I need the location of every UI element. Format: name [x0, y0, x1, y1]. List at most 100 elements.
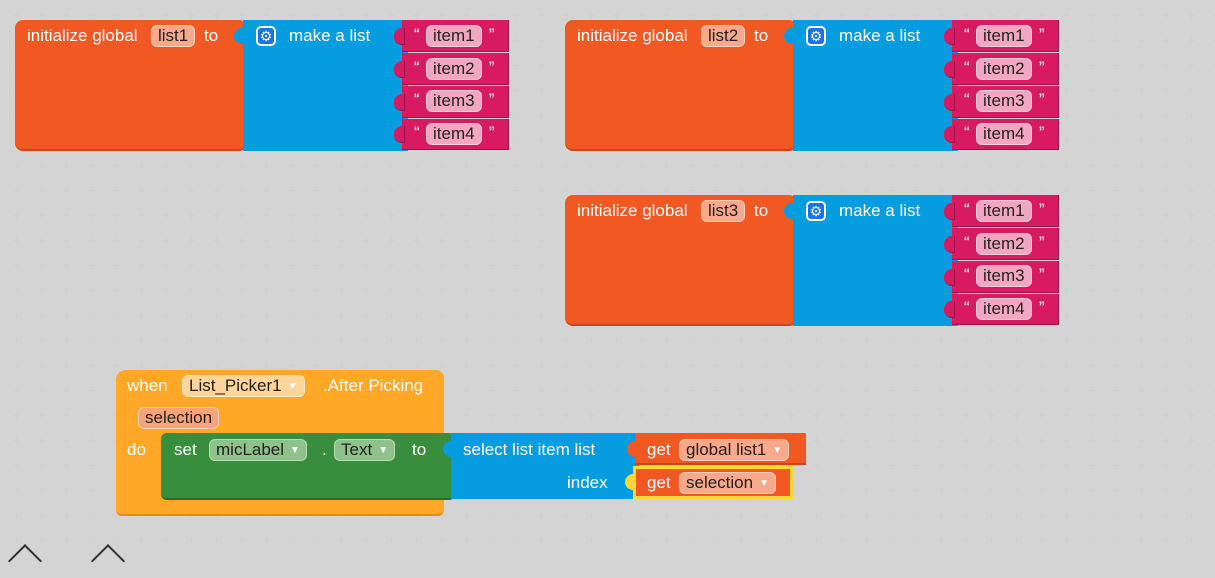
value-connector: [443, 441, 453, 457]
text-value[interactable]: item1: [976, 200, 1032, 222]
variable-name-field[interactable]: list2: [701, 25, 746, 47]
text-value[interactable]: item1: [426, 25, 482, 47]
text-value[interactable]: item4: [976, 123, 1032, 145]
component-name: List_Picker1: [189, 376, 282, 395]
list-connector: [784, 28, 794, 44]
global-var-dropdown[interactable]: global list1 ▼: [679, 439, 790, 461]
quote-close: ”: [1039, 58, 1045, 77]
quote-open: “: [964, 58, 970, 77]
quote-open: “: [964, 25, 970, 44]
quote-open: “: [964, 90, 970, 109]
property-dropdown[interactable]: Text ▼: [334, 439, 396, 461]
target-component-name: micLabel: [216, 440, 285, 459]
list-connector: [234, 28, 244, 44]
text-value[interactable]: item2: [976, 233, 1032, 255]
to-label: to: [754, 26, 769, 45]
text-connector: [944, 28, 955, 45]
text-value[interactable]: item2: [976, 58, 1032, 80]
select-list-item-block[interactable]: [451, 433, 639, 499]
global-var-name: global list1: [686, 440, 767, 459]
init-global-body: [15, 20, 247, 151]
target-component-dropdown[interactable]: micLabel ▼: [209, 439, 307, 461]
list-connector: [784, 203, 794, 219]
quote-close: ”: [1039, 298, 1045, 317]
mutator-gear-icon[interactable]: ⚙: [806, 26, 826, 46]
to-label: to: [204, 26, 219, 45]
set-property-block[interactable]: [161, 433, 455, 500]
text-value[interactable]: item3: [976, 90, 1032, 112]
make-a-list-label: make a list: [839, 26, 921, 45]
text-connector: [944, 301, 955, 318]
make-a-list-label: make a list: [839, 201, 921, 220]
make-a-list-label: make a list: [289, 26, 371, 45]
text-connector: [394, 61, 405, 78]
text-connector: [394, 94, 405, 111]
text-value[interactable]: item4: [976, 298, 1032, 320]
mutator-gear-icon[interactable]: ⚙: [806, 201, 826, 221]
mutator-gear-icon[interactable]: ⚙: [256, 26, 276, 46]
to-label: to: [412, 440, 427, 459]
text-value[interactable]: item1: [976, 25, 1032, 47]
chevron-down-icon: ▼: [772, 445, 783, 456]
quote-close: ”: [1039, 25, 1045, 44]
text-connector: [394, 126, 405, 143]
local-var-name: selection: [686, 473, 754, 492]
do-label: do: [127, 440, 146, 459]
quote-open: “: [964, 233, 970, 252]
init-global-label: initialize global: [577, 26, 688, 45]
chevron-down-icon: ▼: [287, 381, 298, 392]
chevron-up-icon[interactable]: [91, 544, 125, 578]
chevron-down-icon: ▼: [759, 478, 770, 489]
quote-close: ”: [1039, 123, 1045, 142]
text-connector: [944, 126, 955, 143]
init-global-label: initialize global: [27, 26, 138, 45]
chevron-up-icon[interactable]: [8, 544, 42, 578]
text-value[interactable]: item2: [426, 58, 482, 80]
quote-close: ”: [489, 25, 495, 44]
to-label: to: [754, 201, 769, 220]
init-global-body: [565, 20, 797, 151]
component-dropdown[interactable]: List_Picker1 ▼: [182, 375, 305, 397]
text-connector: [944, 269, 955, 286]
quote-close: ”: [1039, 200, 1045, 219]
index-label: index: [567, 473, 608, 492]
quote-open: “: [414, 58, 420, 77]
quote-close: ”: [489, 58, 495, 77]
text-connector: [944, 236, 955, 253]
text-value[interactable]: item3: [426, 90, 482, 112]
quote-open: “: [414, 25, 420, 44]
quote-open: “: [964, 265, 970, 284]
event-name-label: .After Picking: [323, 376, 424, 395]
get-connector: [627, 441, 637, 457]
set-label: set: [174, 440, 197, 459]
get-label: get: [647, 440, 671, 459]
quote-close: ”: [489, 123, 495, 142]
local-var-dropdown[interactable]: selection ▼: [679, 472, 777, 494]
get-connector: [625, 474, 635, 490]
init-global-label: initialize global: [577, 201, 688, 220]
chevron-down-icon: ▼: [290, 445, 300, 456]
init-global-body: [565, 195, 797, 326]
dot-label: .: [322, 440, 327, 459]
text-value[interactable]: item4: [426, 123, 482, 145]
chevron-down-icon: ▼: [378, 445, 389, 456]
quote-close: ”: [1039, 90, 1045, 109]
text-connector: [944, 94, 955, 111]
quote-close: ”: [1039, 265, 1045, 284]
text-connector: [394, 28, 405, 45]
event-parameter[interactable]: selection: [138, 407, 220, 429]
text-connector: [944, 203, 955, 220]
property-name: Text: [341, 440, 373, 459]
text-connector: [944, 61, 955, 78]
get-label: get: [647, 473, 671, 492]
select-list-item-label: select list item list: [463, 440, 596, 459]
when-label: when: [127, 376, 168, 395]
quote-open: “: [414, 123, 420, 142]
quote-open: “: [964, 200, 970, 219]
text-value[interactable]: item3: [976, 265, 1032, 287]
variable-name-field[interactable]: list3: [701, 200, 746, 222]
quote-open: “: [414, 90, 420, 109]
quote-open: “: [964, 298, 970, 317]
quote-close: ”: [489, 90, 495, 109]
variable-name-field[interactable]: list1: [151, 25, 196, 47]
